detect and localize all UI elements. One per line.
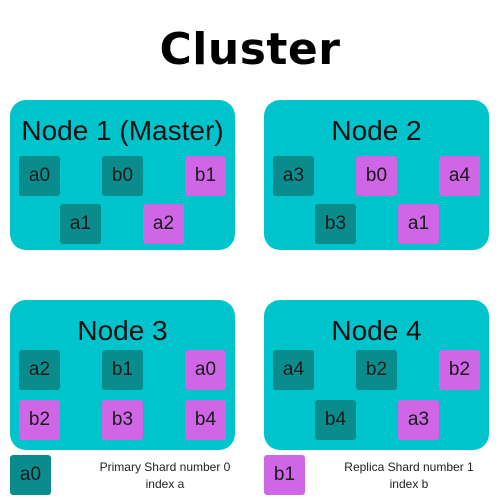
shard-replica: b4 <box>185 400 226 440</box>
shard-primary: a0 <box>19 156 60 196</box>
shard-replica: b2 <box>19 400 60 440</box>
legend-primary-description: Primary Shard number 0 index a <box>70 459 260 493</box>
diagram-title: Cluster <box>159 24 341 75</box>
node-label: Node 2 <box>331 115 422 146</box>
legend-replica-line2: index b <box>389 477 429 491</box>
shard-primary: a3 <box>273 156 314 196</box>
shard-replica: a2 <box>143 204 184 244</box>
shard-primary: b2 <box>356 350 397 390</box>
shard-replica: b3 <box>102 400 143 440</box>
node-label: Node 4 <box>331 315 422 346</box>
shard-replica: b0 <box>356 156 397 196</box>
legend-primary-line2: index a <box>145 477 185 491</box>
legend-replica-line1: Replica Shard number 1 <box>344 460 474 474</box>
node-1: Node 1 (Master) a0 b0 b1 a1 a2 <box>10 100 235 250</box>
node-3: Node 3 a2 b1 a0 b2 b3 b4 <box>10 300 235 450</box>
shard-replica: b2 <box>439 350 480 390</box>
node-2: Node 2 a3 b0 a4 b3 a1 <box>264 100 489 250</box>
shard-replica: a4 <box>439 156 480 196</box>
shard-primary: a1 <box>60 204 101 244</box>
shard-primary: a4 <box>273 350 314 390</box>
legend-primary-sample: a0 <box>10 455 51 495</box>
shard-primary: a2 <box>19 350 60 390</box>
node-4: Node 4 a4 b2 b2 b4 a3 <box>264 300 489 450</box>
legend-replica-sample: b1 <box>264 455 305 495</box>
shard-primary: b0 <box>102 156 143 196</box>
legend-replica-description: Replica Shard number 1 index b <box>320 459 498 493</box>
shard-replica: a1 <box>398 204 439 244</box>
legend-primary-line1: Primary Shard number 0 <box>99 460 231 474</box>
shard-primary: b1 <box>102 350 143 390</box>
node-label: Node 1 (Master) <box>21 115 224 146</box>
node-label: Node 3 <box>77 315 168 346</box>
shard-primary: b3 <box>315 204 356 244</box>
shard-replica: b1 <box>185 156 226 196</box>
shard-replica: a3 <box>398 400 439 440</box>
shard-replica: a0 <box>185 350 226 390</box>
shard-primary: b4 <box>315 400 356 440</box>
